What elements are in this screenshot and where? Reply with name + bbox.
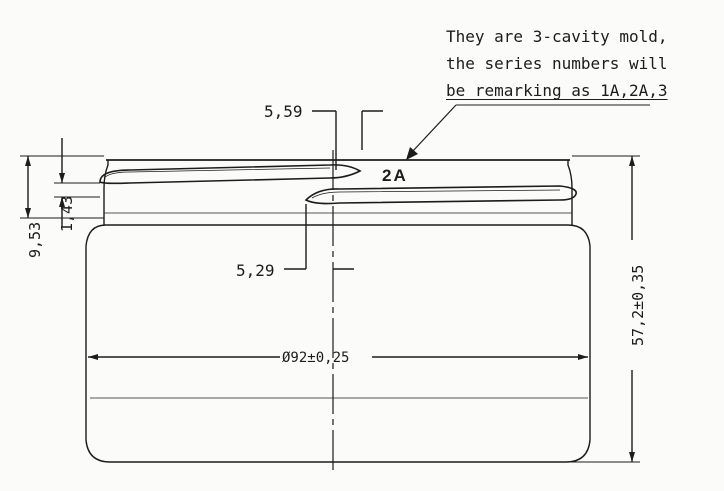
dim-diameter: Ø92±0,25	[282, 350, 349, 366]
dim-neck-height: 9,53	[26, 222, 44, 258]
dim-572-arrow-bottom	[629, 452, 635, 462]
dim-thread-step-lower: 5,29	[236, 261, 275, 280]
callout-arrowhead	[406, 147, 418, 160]
thread-lower	[304, 185, 577, 205]
thread-upper-inner	[103, 167, 331, 179]
thread-lower-inner	[311, 189, 561, 199]
cavity-note: They are 3-cavity mold, the series numbe…	[446, 23, 724, 104]
dim-thread-step-upper: 5,59	[264, 102, 303, 121]
dim-thread-pitch: 1,43	[58, 196, 76, 232]
note-line-2: the series numbers will	[446, 54, 668, 73]
callout-leader	[411, 104, 457, 153]
note-line-1: They are 3-cavity mold,	[446, 27, 668, 46]
dim-953-arrow-bottom	[25, 208, 31, 218]
cavity-mark: 2A	[382, 166, 408, 185]
jar-neck-outline	[103, 188, 573, 225]
dim-143-arrow-top	[59, 173, 65, 183]
dim-diameter-arrow-right	[578, 354, 588, 360]
dim-143-arrow-bottom	[59, 197, 65, 207]
dim-diameter-arrow-left	[88, 354, 98, 360]
thread-upper	[99, 164, 362, 185]
dim-total-height: 57,2±0,35	[629, 265, 647, 346]
jar-body-outline	[85, 224, 591, 463]
dim-572-arrow-top	[629, 156, 635, 166]
note-line-3: be remarking as 1A,2A,3	[446, 81, 668, 100]
dim-953-arrow-top	[25, 156, 31, 166]
